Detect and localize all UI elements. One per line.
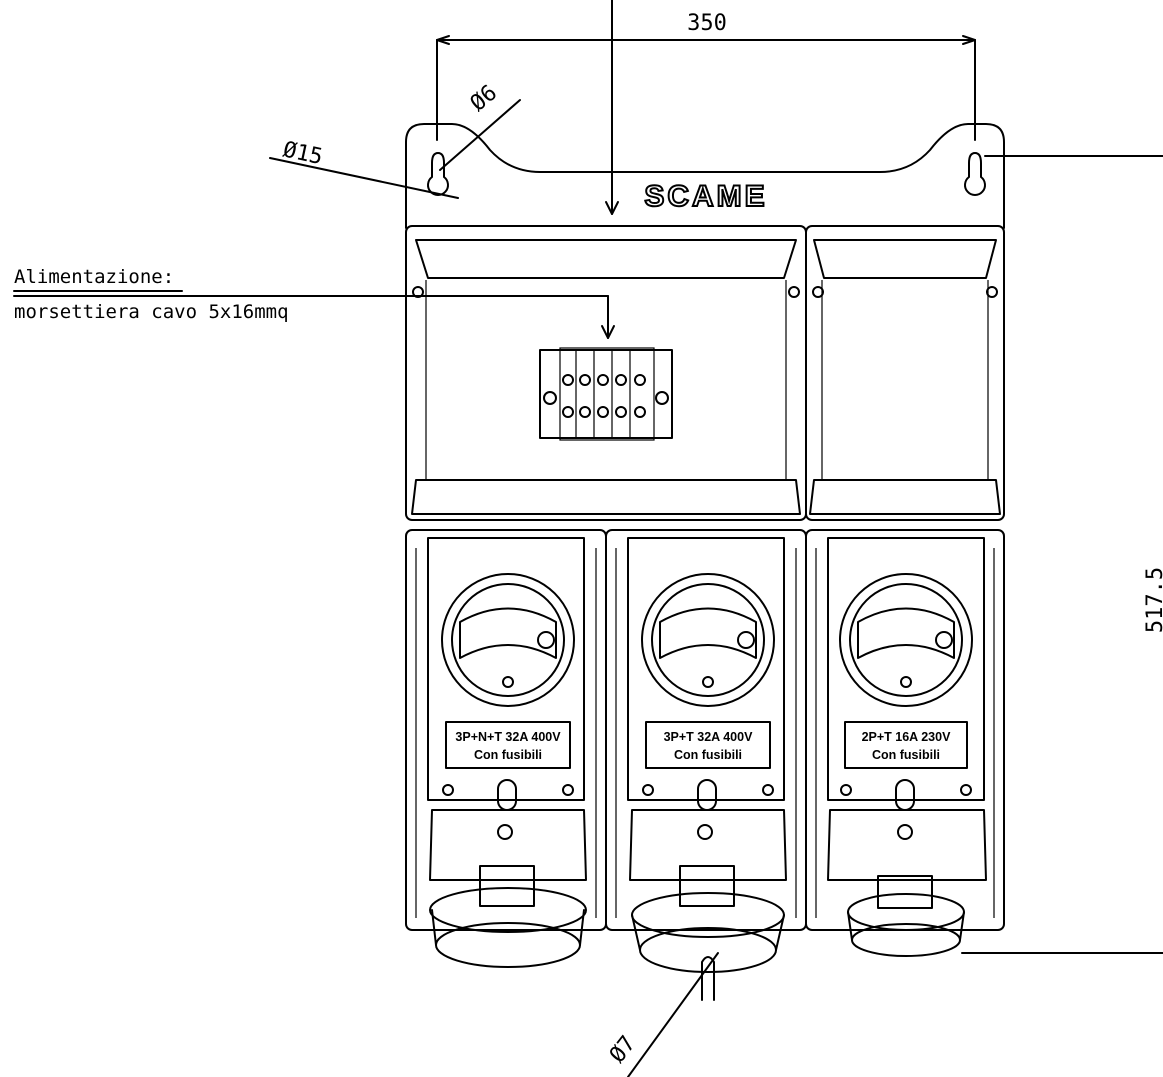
socket-module-2: 3P+T 32A 400V Con fusibili bbox=[605, 529, 807, 973]
width-value: 350 bbox=[687, 11, 727, 36]
hole-small-label: Ø6 bbox=[466, 80, 502, 116]
socket-1-rating: 3P+N+T 32A 400V bbox=[455, 730, 561, 744]
socket-module-1: 3P+N+T 32A 400V Con fusibili bbox=[405, 529, 607, 968]
supply-note-line2: morsettiera cavo 5x16mmq bbox=[14, 301, 289, 323]
hole-large-label: Ø15 bbox=[281, 137, 325, 170]
terminal-block bbox=[539, 347, 673, 441]
hole-dimensions: Ø6 Ø15 bbox=[269, 80, 521, 199]
width-dimension: 350 bbox=[436, 11, 976, 141]
socket-module-3: 2P+T 16A 230V Con fusibili bbox=[805, 529, 1005, 957]
upper-enclosure-right bbox=[805, 225, 1005, 521]
brand-logo: SCAME bbox=[644, 180, 767, 213]
bottom-hole-label: Ø7 bbox=[605, 1031, 641, 1067]
height-dimension: 517.5 bbox=[961, 155, 1163, 954]
socket-3-rating: 2P+T 16A 230V bbox=[862, 730, 951, 744]
height-value: 517.5 bbox=[1143, 567, 1163, 633]
supply-note-line1: Alimentazione: bbox=[14, 266, 174, 288]
mounting-bracket: SCAME bbox=[405, 123, 1005, 229]
top-leader bbox=[605, 0, 619, 215]
socket-2-note: Con fusibili bbox=[674, 748, 742, 762]
bottom-hole-dimension: Ø7 bbox=[605, 952, 719, 1077]
socket-1-note: Con fusibili bbox=[474, 748, 542, 762]
supply-note: Alimentazione: morsettiera cavo 5x16mmq bbox=[13, 266, 615, 339]
socket-2-rating: 3P+T 32A 400V bbox=[664, 730, 753, 744]
upper-enclosure-left bbox=[405, 225, 807, 521]
socket-3-note: Con fusibili bbox=[872, 748, 940, 762]
